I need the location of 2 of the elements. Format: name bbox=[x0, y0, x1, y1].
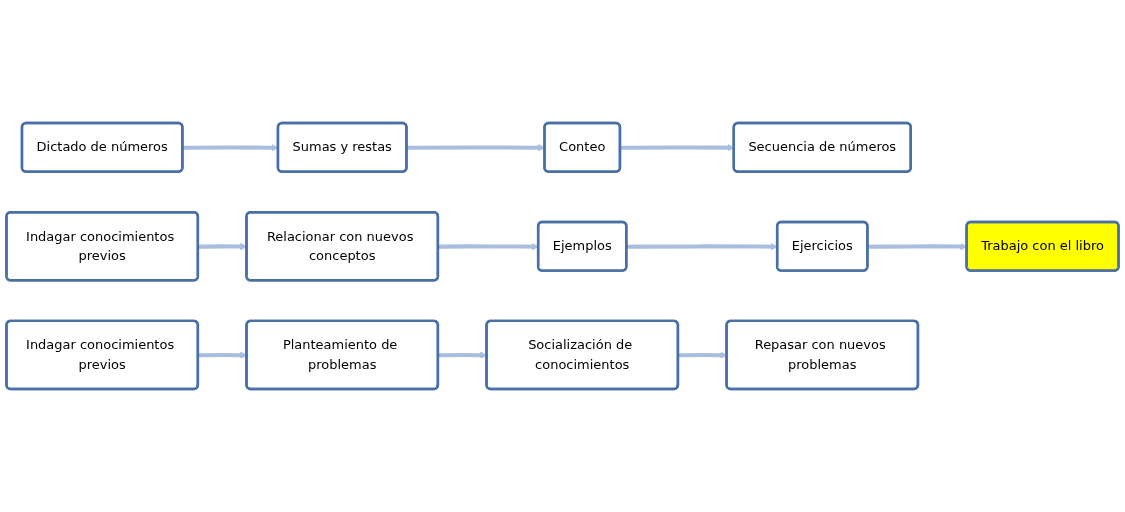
arrow bbox=[438, 243, 539, 251]
arrow bbox=[626, 243, 778, 251]
